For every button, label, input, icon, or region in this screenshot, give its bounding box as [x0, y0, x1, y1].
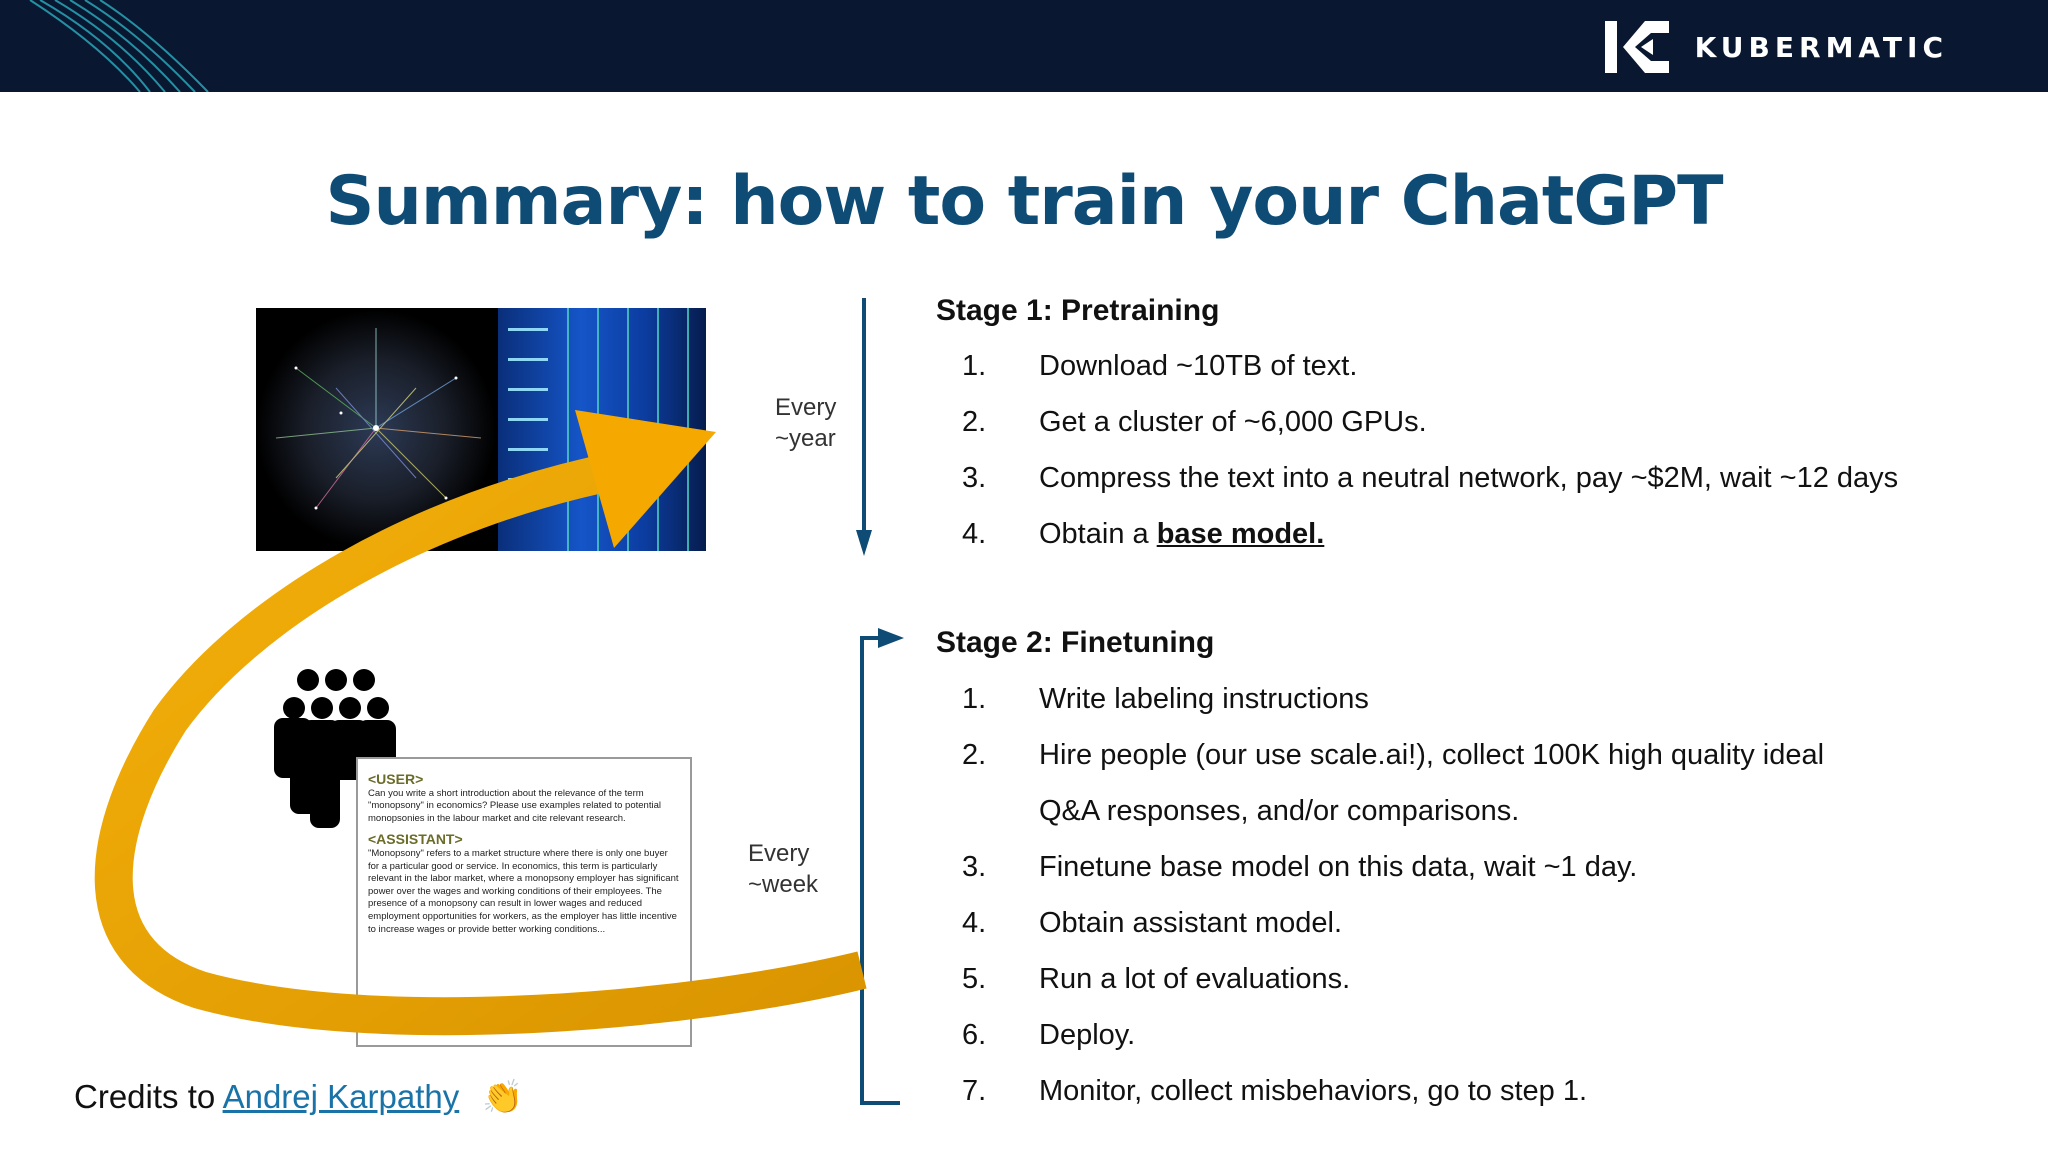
- stage2-item-2-num: 2.: [962, 739, 987, 771]
- assistant-tag: <ASSISTANT>: [368, 831, 463, 848]
- slide-title: Summary: how to train your ChatGPT: [325, 162, 1724, 241]
- stage2-item-5-num: 5.: [962, 963, 987, 995]
- year-timeline-arrow: [856, 298, 872, 556]
- every-week-label-line1: Every: [748, 840, 810, 867]
- stage1-item-4-num: 4.: [962, 518, 987, 550]
- stage1-item-4-text: Obtain a base model.: [1039, 518, 1324, 551]
- week-loop-arrow: [860, 628, 904, 1105]
- stage1-item-2-text: Get a cluster of ~6,000 GPUs.: [1039, 406, 1427, 438]
- every-year-label: Every ~year: [775, 392, 836, 454]
- every-week-label: Every ~week: [748, 838, 818, 900]
- stage2-item-7-text: Monitor, collect misbehaviors, go to ste…: [1039, 1075, 1588, 1107]
- stage1-item-4-prefix: Obtain a: [1039, 518, 1157, 550]
- stage1-heading: Stage 1: Pretraining: [936, 294, 1220, 327]
- every-year-label-line2: ~year: [775, 425, 836, 452]
- cycle-arrow-icon: [94, 410, 867, 1036]
- stage2-item-2-text: Hire people (our use scale.ai!), collect…: [1039, 739, 1825, 771]
- every-week-label-line2: ~week: [748, 871, 819, 898]
- clapping-hands-icon: 👏: [482, 1078, 524, 1115]
- every-year-label-line1: Every: [775, 394, 837, 421]
- stage2-item-4-num: 4.: [962, 907, 987, 939]
- stage2-item-6-text: Deploy.: [1039, 1019, 1136, 1051]
- stage2-item-2-cont-text: Q&A responses, and/or comparisons.: [1039, 795, 1520, 827]
- stage2-item-3-num: 3.: [962, 851, 987, 883]
- stage2-item-4-text: Obtain assistant model.: [1039, 907, 1343, 939]
- stage2-heading: Stage 2: Finetuning: [936, 626, 1215, 659]
- kubermatic-logo-icon: [1604, 21, 1669, 73]
- user-text: Can you write a short introduction about…: [368, 787, 661, 824]
- karpathy-link[interactable]: Andrej Karpathy: [222, 1078, 460, 1115]
- stage2-item-1-text: Write labeling instructions: [1039, 683, 1369, 715]
- stage1-item-3-text: Compress the text into a neutral network…: [1039, 462, 1899, 494]
- stage2-item-1-num: 1.: [962, 683, 987, 715]
- stage2-item-5-text: Run a lot of evaluations.: [1039, 963, 1351, 995]
- stage1-item-1-num: 1.: [962, 350, 987, 382]
- stage1-item-1-text: Download ~10TB of text.: [1039, 350, 1358, 382]
- assistant-text: "Monopsony" refers to a market structure…: [368, 847, 679, 935]
- stage2-item-7-num: 7.: [962, 1075, 987, 1107]
- stage1-item-2-num: 2.: [962, 406, 987, 438]
- decorative-swirl: [29, 0, 209, 92]
- stage1-item-3-num: 3.: [962, 462, 987, 494]
- brand: KUBERMATIC: [1604, 20, 1948, 74]
- credits-prefix: Credits to: [74, 1078, 223, 1115]
- stage2-item-6-num: 6.: [962, 1019, 987, 1051]
- header-bar: KUBERMATIC: [0, 0, 2048, 92]
- user-tag: <USER>: [368, 771, 424, 787]
- brand-name: KUBERMATIC: [1694, 30, 1948, 64]
- stage2-item-3-text: Finetune base model on this data, wait ~…: [1039, 851, 1638, 883]
- base-model-link[interactable]: base model.: [1156, 518, 1325, 550]
- credits: Credits to Andrej Karpathy 👏: [74, 1078, 523, 1117]
